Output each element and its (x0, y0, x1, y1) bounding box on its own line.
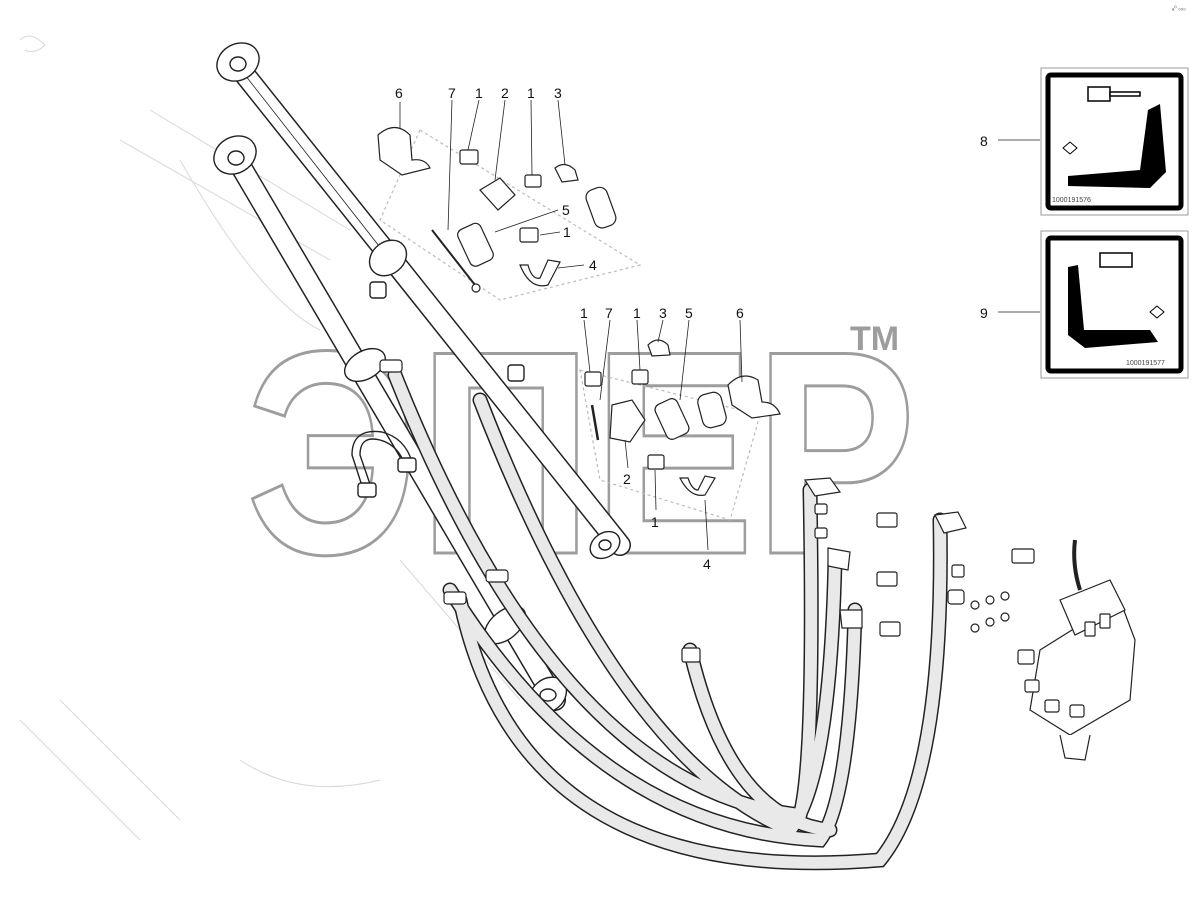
callouts-lower: 1 7 1 3 5 6 2 1 4 (580, 305, 744, 572)
decal-9: 1000191577 (1040, 230, 1189, 379)
callout-3-upper: 3 (554, 85, 562, 101)
callout-1b-upper: 1 (527, 85, 535, 101)
callout-2-lower: 2 (623, 471, 631, 487)
callout-1-upper: 1 (475, 85, 483, 101)
callout-1b-lower: 1 (633, 305, 641, 321)
callout-1c-upper: 1 (563, 224, 571, 240)
adapters-and-seals (814, 503, 1035, 637)
lower-fittings-group (579, 339, 781, 521)
corner-mark: ₐ⁰ ₀₀₀ (1172, 5, 1186, 12)
hydraulic-hoses (379, 359, 967, 871)
callouts-decals: 8 9 (980, 133, 988, 321)
callout-7-upper: 7 (448, 85, 456, 101)
lift-cylinder-upper (216, 42, 631, 560)
callout-4-lower: 4 (703, 556, 711, 572)
control-valve (1017, 539, 1136, 761)
u-pipe (351, 430, 417, 498)
callout-3-lower: 3 (659, 305, 667, 321)
decal-8: 1000191576 (1040, 67, 1189, 216)
callout-2-upper: 2 (501, 85, 509, 101)
callout-5-lower: 5 (685, 305, 693, 321)
callout-6-lower: 6 (736, 305, 744, 321)
decal-8-code: 1000191576 (1052, 197, 1091, 204)
callout-5-upper: 5 (562, 202, 570, 218)
callout-1-lower: 1 (580, 305, 588, 321)
callout-7-lower: 7 (605, 305, 613, 321)
callout-9: 9 (980, 305, 988, 321)
callouts-upper: 6 7 1 2 1 3 5 1 4 (395, 85, 597, 273)
callout-4-upper: 4 (589, 257, 597, 273)
leader-lines (399, 99, 1040, 551)
watermark-tm: TM (850, 320, 899, 358)
callout-6-upper: 6 (395, 85, 403, 101)
callout-8: 8 (980, 133, 988, 149)
upper-fittings-group (377, 126, 642, 301)
decal-9-code: 1000191577 (1126, 360, 1165, 367)
callout-1c-lower: 1 (651, 514, 659, 530)
